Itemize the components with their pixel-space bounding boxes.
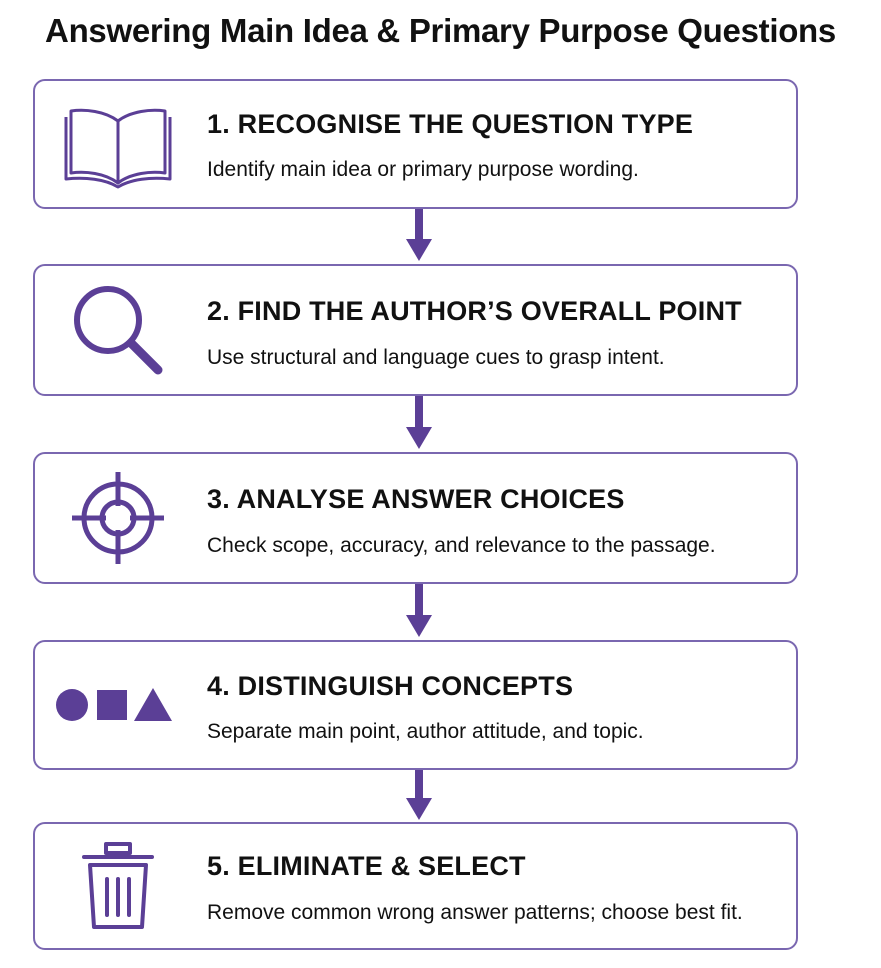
magnifying-glass-icon	[63, 275, 173, 385]
step-2-box: 2. FIND THE AUTHOR’S OVERALL POINT Use s…	[33, 264, 798, 396]
step-4-box: 4. DISTINGUISH CONCEPTS Separate main po…	[33, 640, 798, 770]
arrow-down-4	[406, 770, 432, 820]
step-2-description: Use structural and language cues to gras…	[207, 346, 665, 369]
open-book-icon	[63, 89, 173, 199]
diagram-title: Answering Main Idea & Primary Purpose Qu…	[45, 12, 836, 49]
crosshair-target-icon	[63, 463, 173, 573]
arrow-down-1	[406, 209, 432, 261]
step-4-heading: 4. DISTINGUISH CONCEPTS	[207, 671, 574, 701]
step-5-description: Remove common wrong answer patterns; cho…	[207, 901, 743, 924]
step-5-box: 5. ELIMINATE & SELECT Remove common wron…	[33, 822, 798, 950]
step-1-description: Identify main idea or primary purpose wo…	[207, 158, 639, 181]
trash-can-icon	[63, 831, 173, 941]
step-4-description: Separate main point, author attitude, an…	[207, 720, 644, 743]
step-5-heading: 5. ELIMINATE & SELECT	[207, 851, 526, 881]
step-3-heading: 3. ANALYSE ANSWER CHOICES	[207, 484, 625, 514]
step-1-heading: 1. RECOGNISE THE QUESTION TYPE	[207, 109, 694, 139]
step-3-box: 3. ANALYSE ANSWER CHOICES Check scope, a…	[33, 452, 798, 584]
step-3-description: Check scope, accuracy, and relevance to …	[207, 534, 716, 557]
shapes-icon	[55, 650, 175, 760]
arrow-down-2	[406, 396, 432, 449]
step-1-box: 1. RECOGNISE THE QUESTION TYPE Identify …	[33, 79, 798, 209]
step-2-heading: 2. FIND THE AUTHOR’S OVERALL POINT	[207, 296, 742, 326]
arrow-down-3	[406, 584, 432, 637]
